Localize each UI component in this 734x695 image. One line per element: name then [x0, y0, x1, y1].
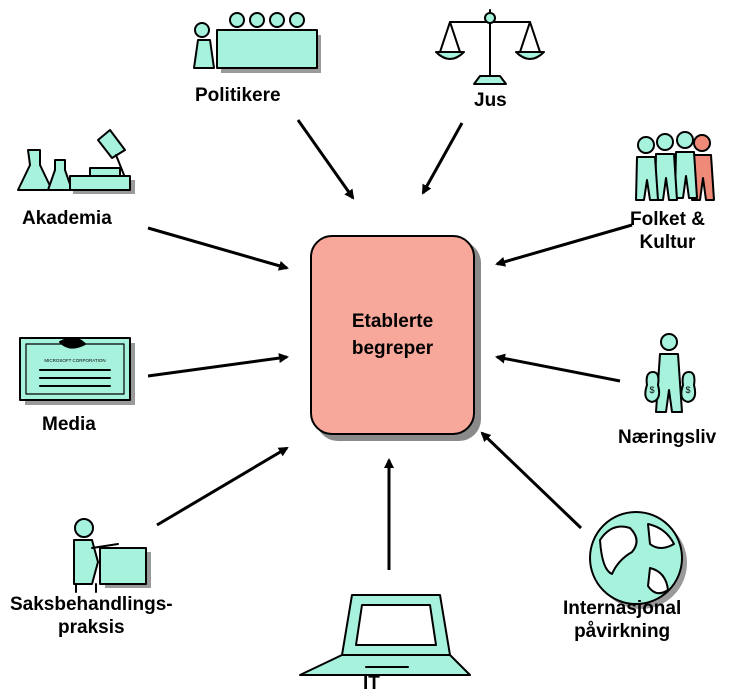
globe-icon: [589, 511, 687, 609]
label-politikere: Politikere: [195, 85, 281, 106]
central-concept-box: Etablerte begreper: [310, 235, 475, 435]
arrow-jus: [421, 122, 464, 195]
arrow-internasjonal: [480, 431, 583, 530]
label-naeringsliv: Næringsliv: [618, 427, 717, 448]
label-folket: Folket & Kultur: [630, 208, 705, 254]
arrow-folket: [495, 223, 633, 267]
label-saksbehandling-line2: praksis: [58, 617, 125, 638]
label-it: IT: [363, 673, 380, 694]
label-internasjonal-line1: Internasjonal: [563, 598, 682, 619]
council-icon: [193, 12, 321, 73]
label-jus: Jus: [474, 90, 507, 111]
arrow-naeringsliv: [495, 353, 621, 383]
lab-microscope-icon: [17, 129, 135, 194]
certificate-text: MICROSOFT CORPORATION: [44, 358, 105, 363]
people-group-icon: [635, 131, 715, 201]
arrow-saksbehandling: [156, 446, 289, 527]
certificate-icon: MICROSOFT CORPORATION: [19, 337, 135, 405]
label-media: Media: [42, 414, 96, 435]
arrows: [147, 119, 633, 570]
label-saksbehandling: Saksbehandlings- praksis: [10, 593, 173, 639]
svg-text:$: $: [649, 385, 654, 395]
arrow-akademia: [147, 226, 289, 271]
scales-icon: [435, 9, 545, 85]
label-folket-line1: Folket &: [630, 209, 705, 230]
label-internasjonal: Internasjonal påvirkning: [563, 597, 681, 643]
label-akademia: Akademia: [22, 208, 112, 229]
label-internasjonal-line2: påvirkning: [574, 621, 671, 642]
label-folket-line2: Kultur: [639, 232, 696, 253]
label-saksbehandling-line1: Saksbehandlings-: [10, 594, 173, 615]
laptop-icon: [299, 594, 471, 676]
money-bags-person-icon: $ $: [644, 333, 697, 413]
desk-worker-icon: [73, 518, 151, 593]
central-concept-label: Etablerte begreper: [352, 308, 433, 362]
svg-text:$: $: [685, 385, 690, 395]
central-concept-line2: begreper: [351, 338, 434, 359]
central-concept-line1: Etablerte: [351, 311, 434, 332]
arrow-media: [147, 353, 289, 378]
arrow-politikere: [296, 119, 355, 200]
